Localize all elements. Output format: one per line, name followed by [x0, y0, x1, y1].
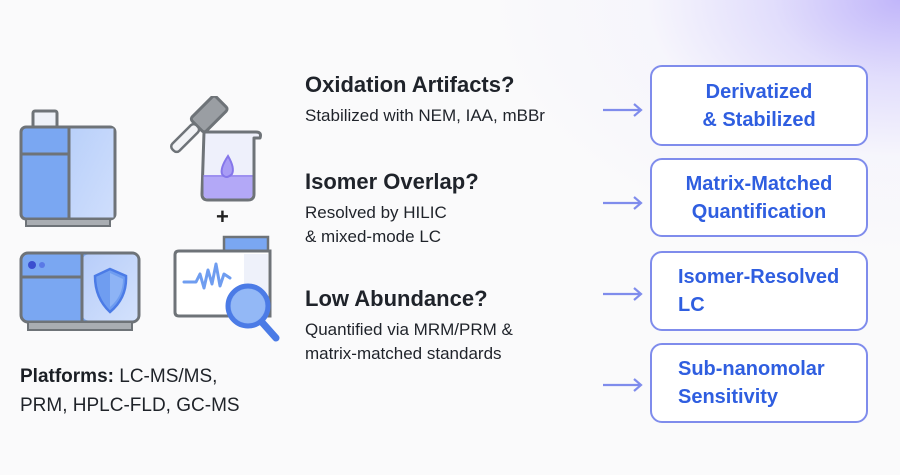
arrow-right-icon — [603, 378, 643, 392]
arrow-right-icon — [603, 196, 643, 210]
outcome-line: Derivatized — [705, 80, 813, 103]
challenge-desc: Stabilized with NEM, IAA, mBBr — [305, 106, 545, 125]
ms-instrument-shield-icon — [19, 251, 141, 331]
challenge-isomer: Isomer Overlap? Resolved by HILIC & mixe… — [305, 169, 595, 249]
challenge-title: Isomer Overlap? — [305, 169, 479, 194]
outcome-line: Sub-nanomolar — [678, 358, 825, 380]
challenge-title: Low Abundance? — [305, 286, 488, 311]
challenge-abundance: Low Abundance? Quantified via MRM/PRM & … — [305, 286, 595, 366]
outcome-line: Isomer-Resolved — [678, 266, 840, 288]
outcome-line: LC — [678, 294, 705, 316]
challenge-desc: Quantified via MRM/PRM & — [305, 320, 513, 339]
outcome-line: Matrix-Matched — [685, 172, 833, 195]
platforms-label: Platforms: — [20, 366, 114, 387]
arrow-right-icon — [603, 103, 643, 117]
challenge-title: Oxidation Artifacts? — [305, 72, 515, 97]
challenge-desc: Resolved by HILIC — [305, 203, 447, 222]
derivatization-beaker-icon — [170, 96, 262, 202]
chromatogram-search-icon — [173, 235, 280, 342]
arrow-right-icon — [603, 287, 643, 301]
plus-sign: + — [216, 204, 229, 229]
lc-instrument-icon — [19, 109, 117, 227]
outcome-derivatized: Derivatized & Stabilized — [650, 65, 868, 146]
platforms-line1: LC-MS/MS, — [119, 366, 218, 387]
outcome-line: Quantification — [691, 200, 827, 223]
platforms-line2: PRM, HPLC-FLD, GC-MS — [20, 395, 240, 416]
challenge-oxidation: Oxidation Artifacts? Stabilized with NEM… — [305, 72, 595, 128]
challenge-desc: & mixed-mode LC — [305, 227, 442, 246]
challenge-desc: matrix-matched standards — [305, 344, 502, 363]
platforms-text: Platforms: LC-MS/MS, PRM, HPLC-FLD, GC-M… — [20, 362, 290, 420]
outcome-line: Sensitivity — [678, 386, 779, 408]
outcome-line: & Stabilized — [702, 108, 816, 131]
